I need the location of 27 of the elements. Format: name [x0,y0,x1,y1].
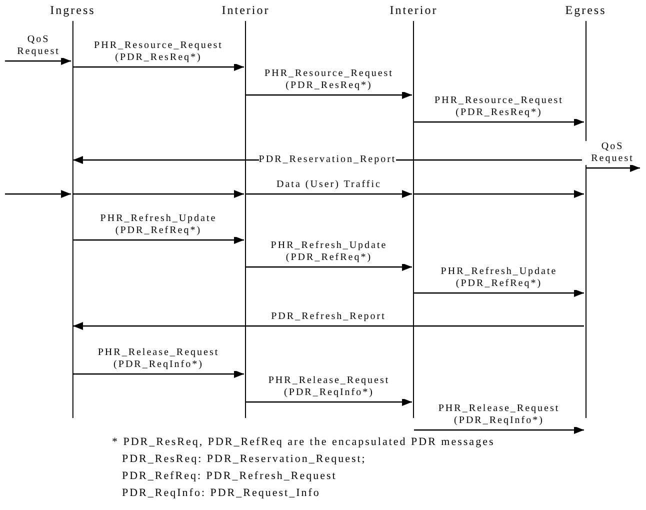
arrow [414,426,584,434]
arrow [5,57,71,65]
footnote-text: PDR_ReqInfo: PDR_Request_Info [122,487,320,499]
arrow [73,190,244,198]
lifeline-header: Interior [222,3,270,17]
arrow [246,190,412,198]
footnote-text: PDR_ResReq: PDR_Reservation_Request; [122,453,366,465]
arrow [246,398,412,406]
message-label: Data (User) Traffic [276,179,382,191]
arrow [414,190,584,198]
arrow [246,263,412,271]
arrow [73,370,244,378]
arrow [414,289,584,297]
arrow [73,236,244,244]
footnote-text: * PDR_ResReq, PDR_RefReq are the encapsulated PDR messages [112,436,495,448]
arrow [5,190,71,198]
lifeline-header: Interior [390,3,438,17]
lifeline-header: Ingress [50,3,96,17]
message-label: PDR_Reservation_Report [258,154,396,166]
lifeline-header: Egress [565,3,606,17]
arrow [586,164,640,172]
message-label: PDR_Refresh_Report [271,311,386,323]
arrow [246,91,412,99]
arrow [414,118,584,126]
arrow [73,322,584,330]
footnote-text: PDR_RefReq: PDR_Refresh_Request [122,470,337,482]
arrow [73,63,244,71]
